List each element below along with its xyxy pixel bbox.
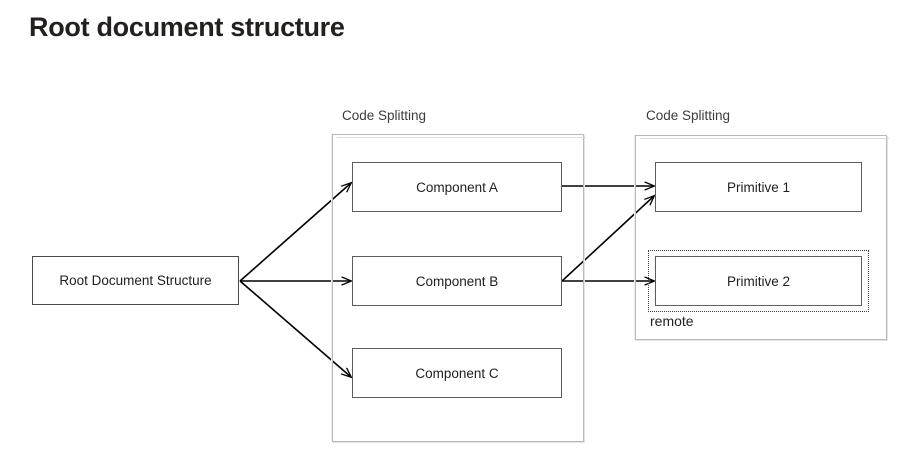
node-root-document-structure[interactable]: Root Document Structure [32,256,239,305]
node-label: Primitive 2 [726,273,790,289]
remote-group-label: remote [650,313,694,329]
node-label: Primitive 1 [726,179,790,195]
node-label: Component A [416,179,498,195]
group-label-primitives: Code Splitting [646,108,731,123]
group-components [332,134,586,442]
group-label-components: Code Splitting [342,108,427,123]
node-component-c[interactable]: Component C [352,348,562,398]
remote-group [648,250,869,312]
node-label: Root Document Structure [59,273,212,288]
node-label: Component C [415,365,499,381]
node-component-a[interactable]: Component A [352,162,562,212]
node-primitive-1[interactable]: Primitive 1 [655,162,862,212]
page-title: Root document structure [29,12,345,42]
group-primitives [635,135,889,340]
node-component-b[interactable]: Component B [352,256,562,306]
node-primitive-2[interactable]: Primitive 2 [655,256,862,306]
node-label: Component B [415,273,499,289]
